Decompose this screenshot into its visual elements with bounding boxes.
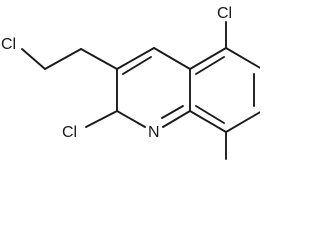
bond-c4-c4a	[153, 47, 191, 70]
bond-c3-c4-double	[116, 47, 155, 70]
atom-label-nitrogen: N	[148, 124, 160, 141]
chemical-structure-diagram: Cl Cl Cl N	[1, 5, 260, 160]
atom-label-cl-chain: Cl	[1, 36, 16, 53]
bond-c7-c8	[225, 111, 260, 133]
bond-c4a-c5-inner	[195, 56, 225, 75]
bond-c8a-n-inner	[161, 105, 184, 119]
bond-n-c2	[116, 110, 146, 128]
bond-ch2-ch2	[44, 48, 82, 70]
bond-c8a-n-double	[162, 110, 191, 128]
bond-c8-c8a-double	[189, 110, 227, 133]
bond-c8-c8a-inner	[195, 105, 225, 124]
bond-cl-ch2	[21, 48, 46, 70]
atom-label-cl-ring-top: Cl	[217, 5, 232, 22]
bond-c3-c4-inner	[122, 56, 152, 75]
bond-c5-c6	[225, 47, 260, 69]
bond-c4a-c5-double	[189, 47, 227, 70]
bond-ch2-ring	[80, 48, 118, 70]
bond-c2-cl	[85, 110, 118, 128]
atom-label-cl-ring-left: Cl	[62, 124, 77, 141]
